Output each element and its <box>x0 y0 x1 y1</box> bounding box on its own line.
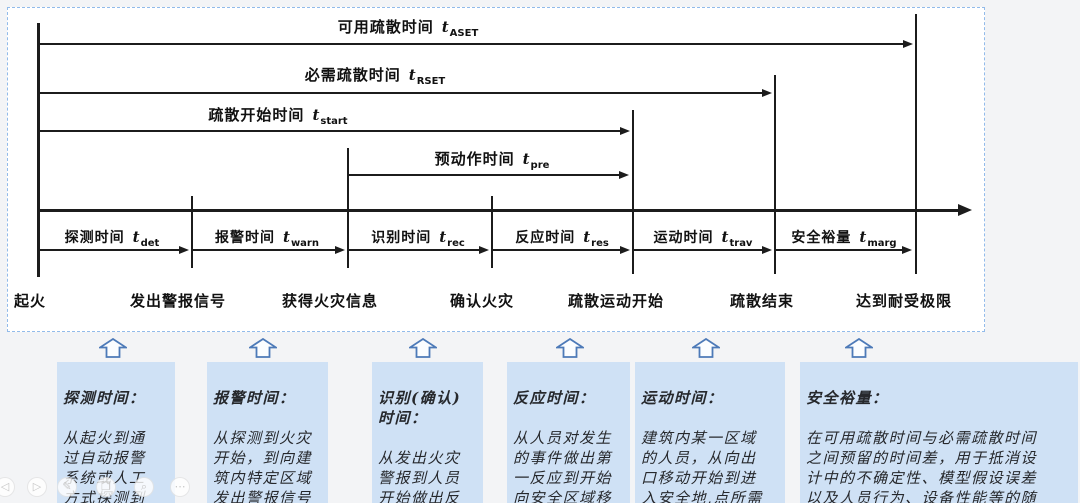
up-arrow-icon <box>409 338 437 358</box>
aset-arrowhead-icon <box>903 40 913 48</box>
segment-warn-arrowhead-icon <box>335 246 345 254</box>
time-symbol: t <box>441 18 450 36</box>
milestone-fire-confirmed: 确认火灾 <box>449 292 515 310</box>
callout-response-time: 反应时间： 从人员对发生 的事件做出第 一反应到开始 向安全区域移 动的时间 <box>507 362 630 503</box>
up-arrow-icon <box>556 338 584 358</box>
tick-fire-confirmed <box>491 196 493 268</box>
tick-tenability-limit <box>915 14 917 274</box>
diagram-panel <box>7 7 985 332</box>
tick-evacuation-end <box>774 75 776 274</box>
pre-arrow-line <box>349 174 619 176</box>
milestone-tenability-limit: 达到耐受极限 <box>855 292 953 310</box>
tick-info-received <box>347 148 349 268</box>
origin-axis-line <box>37 23 40 277</box>
timeline-axis <box>38 209 960 212</box>
segment-trav-arrowhead-icon <box>762 246 772 254</box>
time-symbol: t <box>859 228 868 246</box>
segment-marg-line <box>776 249 905 251</box>
more-icon[interactable]: ⋯ <box>170 477 190 497</box>
callout-title: 安全裕量： <box>806 389 889 407</box>
time-symbol: t <box>721 228 730 246</box>
segment-trav-line <box>634 249 765 251</box>
milestone-evacuation-end: 疏散结束 <box>729 292 795 310</box>
milestone-fire-start: 起火 <box>13 292 47 310</box>
aset-arrow-line <box>40 43 904 45</box>
start-arrow-line <box>40 130 621 132</box>
play-icon[interactable]: ▷ <box>27 477 47 497</box>
callout-detection-time: 探测时间： 从起火到通 过自动报警 系统或人工 方式探测到 火灾的时间 <box>57 362 175 503</box>
milestone-movement-start: 疏散运动开始 <box>567 292 665 310</box>
segment-res-line <box>493 249 622 251</box>
time-symbol: t <box>312 106 321 124</box>
back-icon[interactable]: ◁ <box>0 477 15 497</box>
search-icon[interactable]: ⌕ <box>134 477 154 497</box>
segment-det-arrowhead-icon <box>179 246 189 254</box>
time-symbol: t <box>583 228 592 246</box>
tick-alarm <box>191 196 193 268</box>
start-arrowhead-icon <box>620 127 630 135</box>
up-arrow-icon <box>692 338 720 358</box>
callout-alarm-time: 报警时间： 从探测到火灾 开始，到向建 筑内特定区域 发出警报信号 的时间 <box>207 362 328 503</box>
segment-det-line <box>40 249 181 251</box>
tick-movement-start <box>632 110 634 274</box>
segment-res-arrowhead-icon <box>620 246 630 254</box>
callout-body: 从发出火灾 警报到人员 开始做出反 应的时间 <box>378 449 461 503</box>
segment-rec-arrowhead-icon <box>479 246 489 254</box>
callout-body: 从人员对发生 的事件做出第 一反应到开始 向安全区域移 动的时间 <box>513 429 613 503</box>
time-symbol: t <box>408 66 417 84</box>
pre-arrowhead-icon <box>619 171 629 179</box>
callout-title: 反应时间： <box>513 389 596 407</box>
callout-body: 从探测到火灾 开始，到向建 筑内特定区域 发出警报信号 的时间 <box>213 429 313 503</box>
up-arrow-icon <box>99 338 127 358</box>
callout-title: 运动时间： <box>641 389 724 407</box>
segment-warn-line <box>193 249 337 251</box>
up-arrow-icon <box>845 338 873 358</box>
callout-title: 识别(确认) 时间： <box>378 389 462 427</box>
timeline-arrowhead-icon <box>958 204 972 216</box>
milestone-alarm-signal: 发出警报信号 <box>129 292 227 310</box>
time-symbol: t <box>522 150 531 168</box>
callout-travel-time: 运动时间： 建筑内某一区域 的人员，从向出 口移动开始到进 入安全地,点所需 要… <box>635 362 785 503</box>
callout-safety-margin: 安全裕量： 在可用疏散时间与必需疏散时间 之间预留的时间差，用于抵消设 计中的不… <box>800 362 1078 503</box>
rset-arrowhead-icon <box>762 89 772 97</box>
segment-marg-arrowhead-icon <box>902 246 912 254</box>
edit-icon[interactable]: ✎ <box>57 477 77 497</box>
callout-title: 探测时间： <box>63 389 146 407</box>
callout-title: 报警时间： <box>213 389 296 407</box>
callout-body: 从起火到通 过自动报警 系统或人工 方式探测到 火灾的时间 <box>63 429 146 503</box>
callout-body: 建筑内某一区域 的人员，从向出 口移动开始到进 入安全地,点所需 要的时间 <box>641 429 763 503</box>
copy-icon[interactable]: ❐ <box>96 477 116 497</box>
milestone-fire-info: 获得火灾信息 <box>281 292 379 310</box>
segment-rec-line <box>349 249 482 251</box>
up-arrow-icon <box>249 338 277 358</box>
time-symbol: t <box>283 228 291 246</box>
callout-recognition-time: 识别(确认) 时间： 从发出火灾 警报到人员 开始做出反 应的时间 <box>372 362 483 503</box>
callout-body: 在可用疏散时间与必需疏散时间 之间预留的时间差，用于抵消设 计中的不确定性、模型… <box>806 429 1038 503</box>
rset-arrow-line <box>40 92 762 94</box>
time-symbol: t <box>439 228 448 246</box>
time-symbol: t <box>132 228 141 246</box>
